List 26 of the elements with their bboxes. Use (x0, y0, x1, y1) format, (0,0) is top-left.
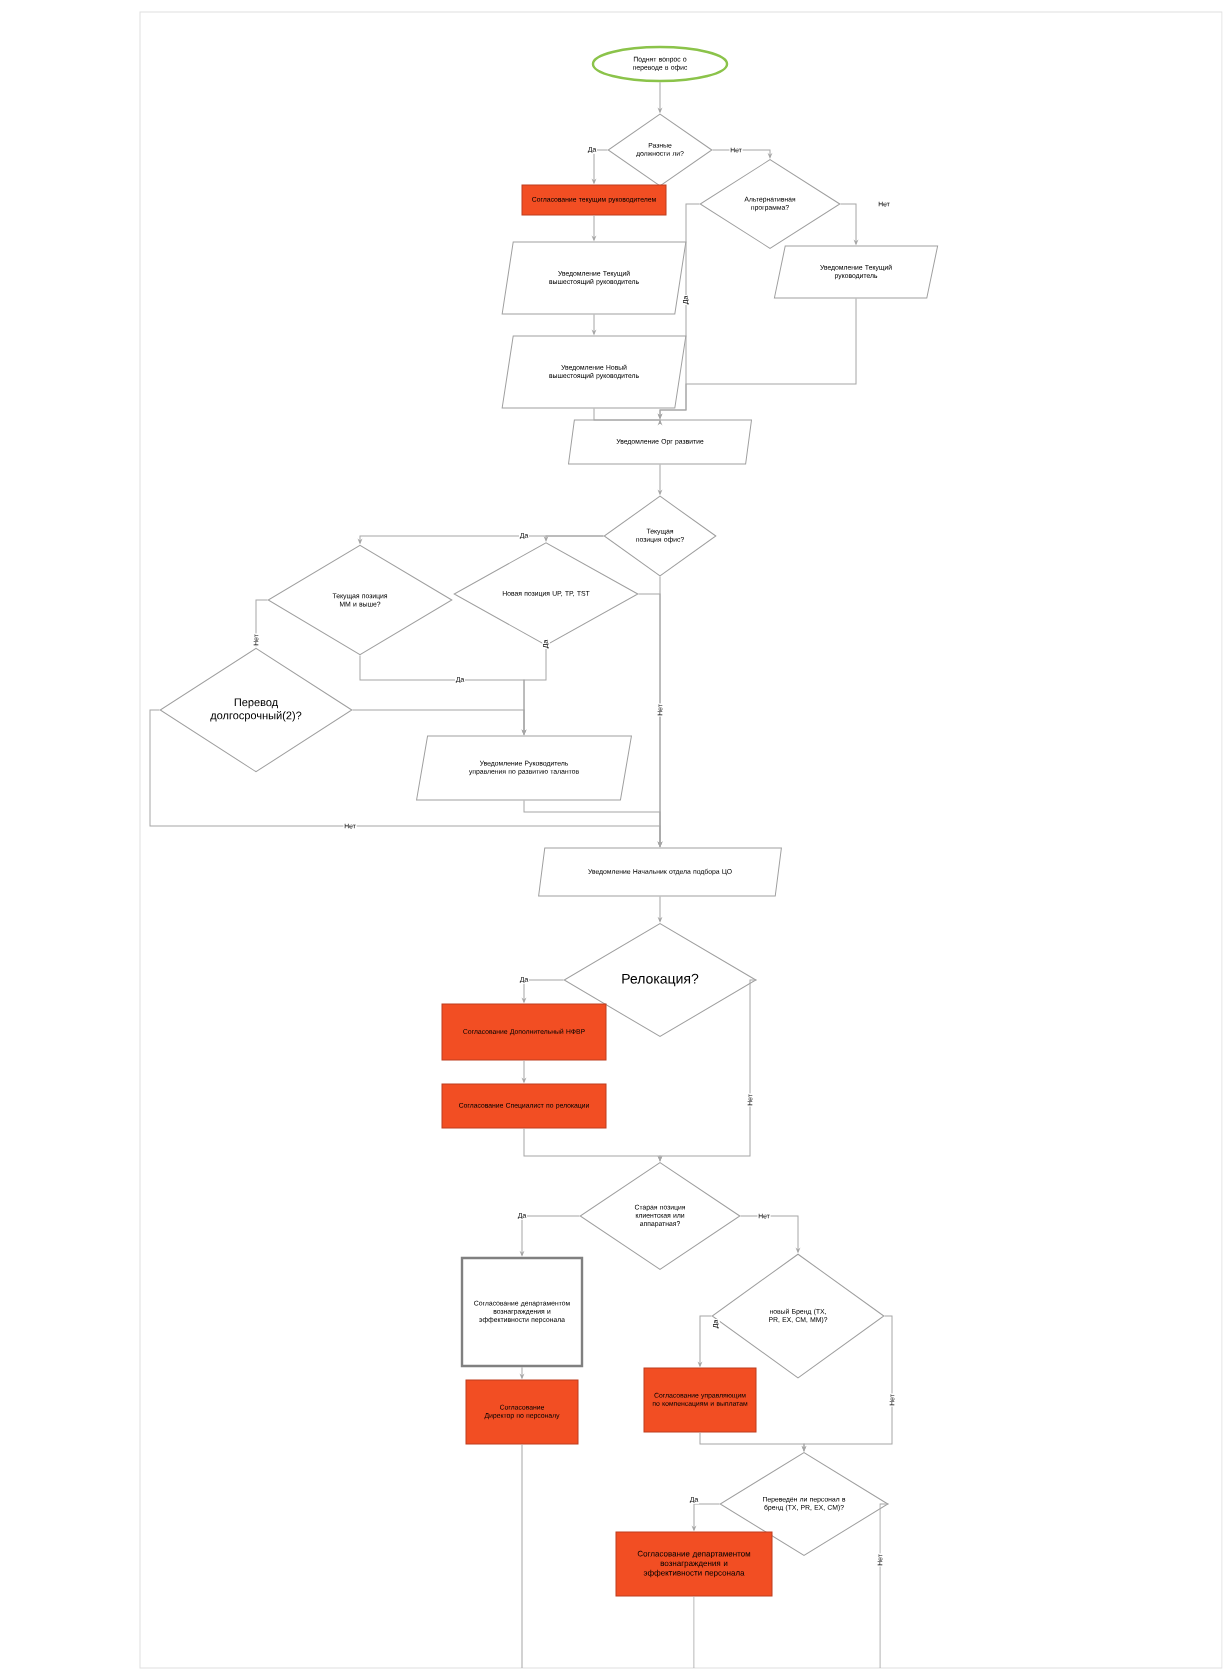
arrow (592, 215, 596, 241)
connector-line (693, 1596, 695, 1669)
arrow (698, 1315, 712, 1367)
arrow (692, 1503, 720, 1531)
arrow (592, 314, 596, 335)
arrow (523, 800, 662, 847)
arrow (658, 979, 757, 1161)
arrow (522, 979, 564, 1003)
arrow (592, 149, 608, 184)
arrow (712, 149, 772, 159)
arrow (522, 1060, 526, 1083)
connector-line (879, 1503, 889, 1669)
arrow (520, 1366, 524, 1379)
arrow (658, 896, 662, 922)
arrow (352, 709, 526, 735)
arrow (658, 298, 857, 419)
arrow (520, 1215, 580, 1256)
connector-line (521, 1444, 523, 1669)
arrow (699, 1432, 806, 1452)
arrow (523, 1128, 662, 1161)
arrow (840, 203, 858, 245)
arrow (544, 535, 604, 542)
arrow (740, 1215, 800, 1253)
arrow (658, 81, 662, 113)
arrow (658, 464, 662, 495)
arrow (593, 408, 662, 425)
